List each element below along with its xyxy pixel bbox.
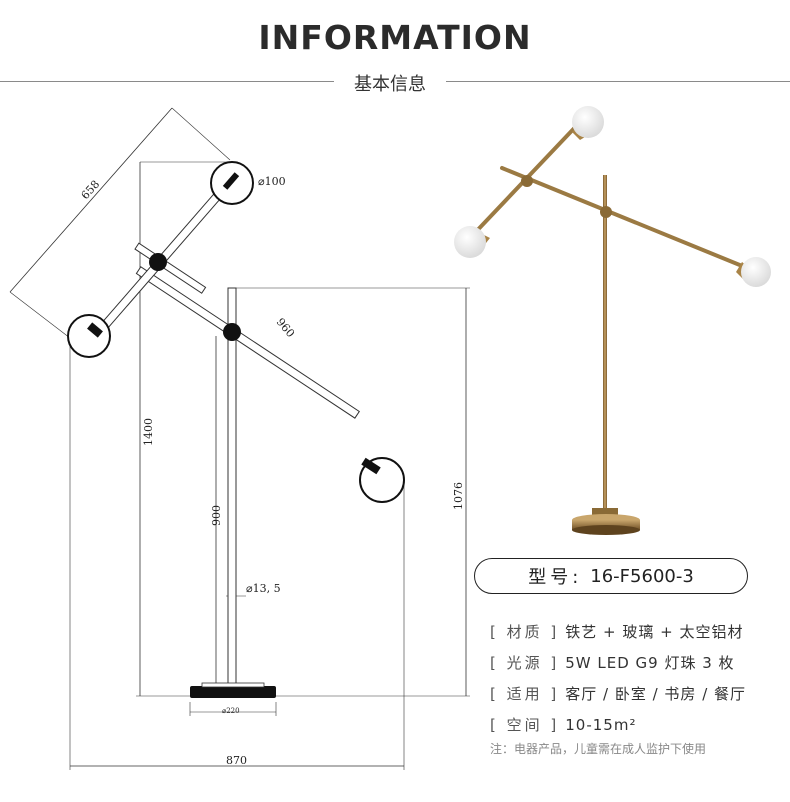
spec-row-usage: [ 适用 ] 客厅 / 卧室 / 书房 / 餐厅 (490, 678, 780, 709)
dim-width: 870 (226, 754, 247, 767)
spec-value: 5W LED G9 灯珠 3 枚 (565, 654, 735, 672)
spec-row-space: [ 空间 ] 10-15m² (490, 709, 780, 740)
dim-base: ⌀220 (222, 707, 240, 715)
spec-value: 10-15m² (565, 715, 637, 734)
spec-value: 铁艺 + 玻璃 + 太空铝材 (565, 623, 744, 641)
dim-height-pivot: 1076 (452, 482, 465, 510)
divider-right (446, 81, 790, 82)
spec-key: [ 适用 ] (490, 685, 560, 703)
spec-list: [ 材质 ] 铁艺 + 玻璃 + 太空铝材 [ 光源 ] 5W LED G9 灯… (490, 616, 780, 740)
model-value: 16-F5600-3 (590, 565, 694, 587)
dim-pole: ⌀13, 5 (246, 582, 281, 595)
spec-row-material: [ 材质 ] 铁艺 + 玻璃 + 太空铝材 (490, 616, 780, 647)
subtitle-row: 基本信息 (0, 70, 790, 95)
page-subtitle: 基本信息 (354, 74, 426, 95)
spec-key: [ 空间 ] (490, 716, 560, 734)
spec-key: [ 光源 ] (490, 654, 560, 672)
model-box: 型号: 16-F5600-3 (474, 558, 748, 594)
model-label: 型号: (528, 567, 583, 588)
safety-note: 注：电器产品，儿童需在成人监护下使用 (490, 742, 707, 756)
spec-value: 客厅 / 卧室 / 书房 / 餐厅 (565, 685, 747, 703)
spec-row-light-source: [ 光源 ] 5W LED G9 灯珠 3 枚 (490, 647, 780, 678)
divider-left (0, 81, 334, 82)
spec-key: [ 材质 ] (490, 623, 560, 641)
dim-height-total: 1400 (142, 418, 155, 446)
dim-height-base: 900 (210, 505, 223, 526)
page-title: INFORMATION (258, 18, 532, 57)
dim-globe: ⌀100 (258, 175, 286, 188)
